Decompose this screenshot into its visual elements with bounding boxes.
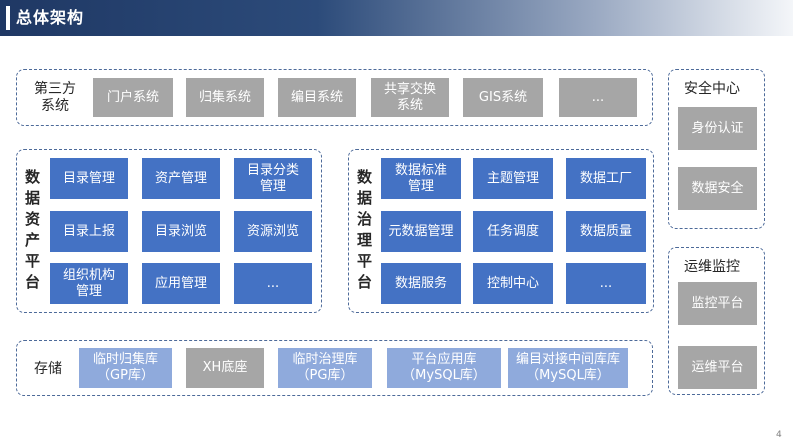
- asset-item: 目录分类管理: [234, 158, 312, 199]
- storage-item-name: 临时治理库: [292, 352, 358, 367]
- governance-item-more: ...: [566, 263, 646, 304]
- governance-item: 数据工厂: [566, 158, 646, 199]
- asset-item-more: ...: [234, 263, 312, 304]
- security-center-label: 安全中心: [684, 81, 740, 97]
- security-item: 身份认证: [678, 107, 757, 150]
- page-number: 4: [776, 430, 782, 440]
- storage-item-sub: （MySQL库）: [526, 368, 610, 383]
- asset-item: 目录上报: [50, 211, 128, 252]
- third-party-item: 门户系统: [93, 78, 173, 117]
- governance-platform-label: 数据治理平台: [352, 158, 376, 306]
- storage-item: 编目对接中间库库 （MySQL库）: [508, 348, 628, 388]
- ops-monitor-label: 运维监控: [684, 259, 740, 275]
- storage-item-sub: （MySQL库）: [402, 368, 486, 383]
- storage-item: 临时归集库 （GP库）: [79, 348, 172, 388]
- title-bar: [0, 0, 793, 36]
- third-party-item: 编目系统: [278, 78, 356, 117]
- governance-item: 数据服务: [381, 263, 461, 304]
- governance-item: 主题管理: [473, 158, 553, 199]
- governance-item: 控制中心: [473, 263, 553, 304]
- storage-item-sub: （GP库）: [97, 368, 154, 383]
- asset-platform-label: 数据资产平台: [20, 158, 44, 306]
- title-accent: [6, 6, 10, 30]
- storage-item: 平台应用库 （MySQL库）: [387, 348, 501, 388]
- third-party-label: 第三方系统: [34, 81, 76, 114]
- security-item: 数据安全: [678, 167, 757, 210]
- third-party-item: 共享交换系统: [371, 78, 449, 117]
- asset-platform-label-text: 数据资产平台: [23, 169, 41, 295]
- third-party-item-more: ...: [559, 78, 637, 117]
- governance-item: 数据标准管理: [381, 158, 461, 199]
- governance-platform-label-text: 数据治理平台: [355, 169, 373, 295]
- asset-item: 应用管理: [142, 263, 220, 304]
- storage-label: 存储: [34, 361, 62, 377]
- storage-item-name: 编目对接中间库库: [515, 352, 620, 367]
- governance-item: 任务调度: [473, 211, 553, 252]
- ops-item: 监控平台: [678, 282, 757, 325]
- asset-item: 目录浏览: [142, 211, 220, 252]
- asset-item: 资源浏览: [234, 211, 312, 252]
- storage-item-name: XH底座: [202, 360, 248, 375]
- storage-item-name: 平台应用库: [411, 352, 477, 367]
- page-title: 总体架构: [16, 8, 85, 27]
- third-party-item: GIS系统: [463, 78, 543, 117]
- third-party-item: 归集系统: [186, 78, 264, 117]
- asset-item: 组织机构管理: [50, 263, 128, 304]
- asset-item: 资产管理: [142, 158, 220, 199]
- storage-item-sub: （PG库）: [296, 368, 354, 383]
- governance-item: 数据质量: [566, 211, 646, 252]
- asset-item: 目录管理: [50, 158, 128, 199]
- governance-item: 元数据管理: [381, 211, 461, 252]
- storage-item-name: 临时归集库: [92, 352, 158, 367]
- ops-item: 运维平台: [678, 346, 757, 389]
- storage-item: 临时治理库 （PG库）: [278, 348, 372, 388]
- storage-item: XH底座: [186, 348, 264, 388]
